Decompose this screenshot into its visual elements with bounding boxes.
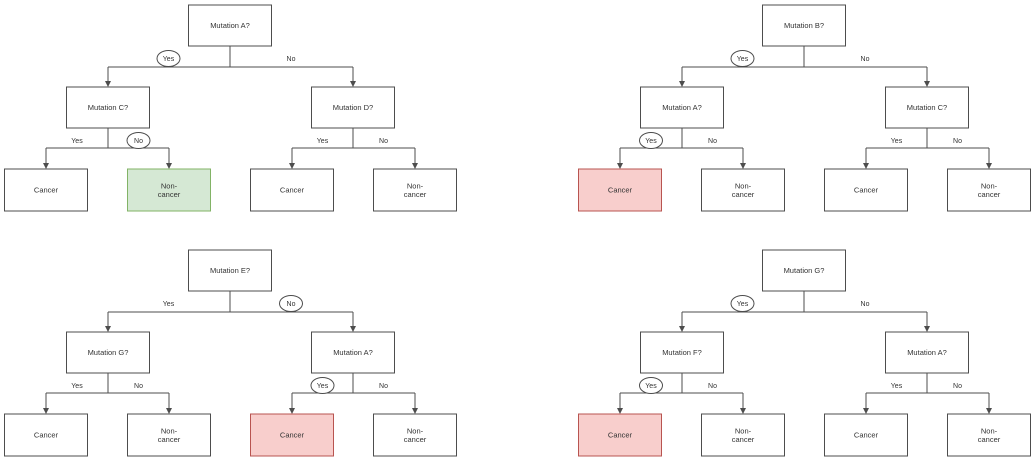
- edge-label-circle: [639, 377, 663, 394]
- outcome-node-box: [127, 168, 211, 212]
- edge-label: Yes: [891, 383, 903, 390]
- edge-label: Yes: [891, 138, 903, 145]
- decision-node-box: [188, 4, 272, 47]
- decision-node-box: [762, 249, 846, 292]
- outcome-node-label: Cancer: [280, 431, 305, 440]
- decision-node-label: Mutation C?: [88, 103, 128, 112]
- outcome-node-box: [578, 168, 662, 212]
- edge-label: No: [861, 56, 870, 63]
- outcome-node-box: [824, 413, 908, 457]
- outcome-node-label: Non-cancer: [732, 426, 755, 444]
- outcome-node-label: Non-cancer: [404, 426, 427, 444]
- outcome-node-label: Cancer: [280, 186, 305, 195]
- outcome-node-box: [824, 168, 908, 212]
- edge-label: No: [379, 138, 388, 145]
- decision-node-box: [311, 86, 395, 129]
- outcome-node-label: Non-cancer: [978, 181, 1001, 199]
- outcome-node-box: [250, 413, 334, 457]
- outcome-node-box: [578, 413, 662, 457]
- outcome-node-label: Non-cancer: [732, 181, 755, 199]
- outcome-node-box: [373, 413, 457, 457]
- outcome-node-label: Cancer: [854, 186, 879, 195]
- decision-node-label: Mutation E?: [210, 266, 250, 275]
- edge-label-circle: [639, 132, 663, 149]
- outcome-node-box: [4, 168, 88, 212]
- edge-label: Yes: [317, 138, 329, 145]
- edge-label: No: [861, 301, 870, 308]
- edge-label-circle: [310, 377, 335, 394]
- edge-label: Yes: [71, 138, 83, 145]
- decision-node-label: Mutation D?: [333, 103, 373, 112]
- outcome-node-box: [701, 168, 785, 212]
- outcome-node-label: Cancer: [854, 431, 879, 440]
- edge-label: No: [379, 383, 388, 390]
- outcome-node-label: Cancer: [34, 431, 59, 440]
- outcome-node-label: Non-cancer: [158, 426, 181, 444]
- decision-node-box: [762, 4, 846, 47]
- outcome-node-label: Non-cancer: [978, 426, 1001, 444]
- decision-node-box: [885, 331, 969, 374]
- edge-label-circle: [730, 50, 755, 67]
- edge-label: Yes: [645, 383, 657, 390]
- decision-node-label: Mutation G?: [88, 348, 129, 357]
- outcome-node-box: [373, 168, 457, 212]
- outcome-node-label: Cancer: [34, 186, 59, 195]
- decision-node-label: Mutation A?: [333, 348, 373, 357]
- edge-label: Yes: [737, 301, 749, 308]
- edge-label-circle: [279, 295, 303, 312]
- decision-node-box: [885, 86, 969, 129]
- edge-label: Yes: [737, 56, 749, 63]
- edge-label: Yes: [163, 56, 175, 63]
- decision-node-label: Mutation A?: [662, 103, 702, 112]
- outcome-node-box: [4, 413, 88, 457]
- edge-label-circle: [730, 295, 755, 312]
- outcome-node-box: [127, 413, 211, 457]
- edge-label-circle: [126, 132, 151, 149]
- edge-label: Yes: [317, 383, 329, 390]
- outcome-node-label: Cancer: [608, 431, 633, 440]
- edge-label: No: [134, 383, 143, 390]
- decision-node-label: Mutation F?: [662, 348, 702, 357]
- outcome-node-box: [947, 168, 1031, 212]
- decision-node-box: [66, 86, 150, 129]
- outcome-node-label: Cancer: [608, 186, 633, 195]
- decision-node-box: [188, 249, 272, 292]
- decision-node-box: [66, 331, 150, 374]
- decision-node-box: [640, 86, 724, 129]
- decision-node-box: [640, 331, 724, 374]
- edge-label: No: [287, 301, 296, 308]
- outcome-node-label: Non-cancer: [158, 181, 181, 199]
- edge-label: Yes: [163, 301, 175, 308]
- outcome-node-box: [250, 168, 334, 212]
- edge-label: No: [708, 383, 717, 390]
- decision-node-label: Mutation G?: [784, 266, 825, 275]
- edge-label: No: [953, 383, 962, 390]
- edge-label: Yes: [645, 138, 657, 145]
- edge-label: Yes: [71, 383, 83, 390]
- outcome-node-label: Non-cancer: [404, 181, 427, 199]
- decision-node-label: Mutation C?: [907, 103, 947, 112]
- outcome-node-box: [701, 413, 785, 457]
- decision-node-box: [311, 331, 395, 374]
- decision-node-label: Mutation A?: [907, 348, 947, 357]
- decision-node-label: Mutation B?: [784, 21, 824, 30]
- edge-label: No: [287, 56, 296, 63]
- edge-label: No: [708, 138, 717, 145]
- outcome-node-box: [947, 413, 1031, 457]
- edge-label-circle: [156, 50, 181, 67]
- decision-node-label: Mutation A?: [210, 21, 250, 30]
- edge-label: No: [953, 138, 962, 145]
- edge-label: No: [134, 138, 143, 145]
